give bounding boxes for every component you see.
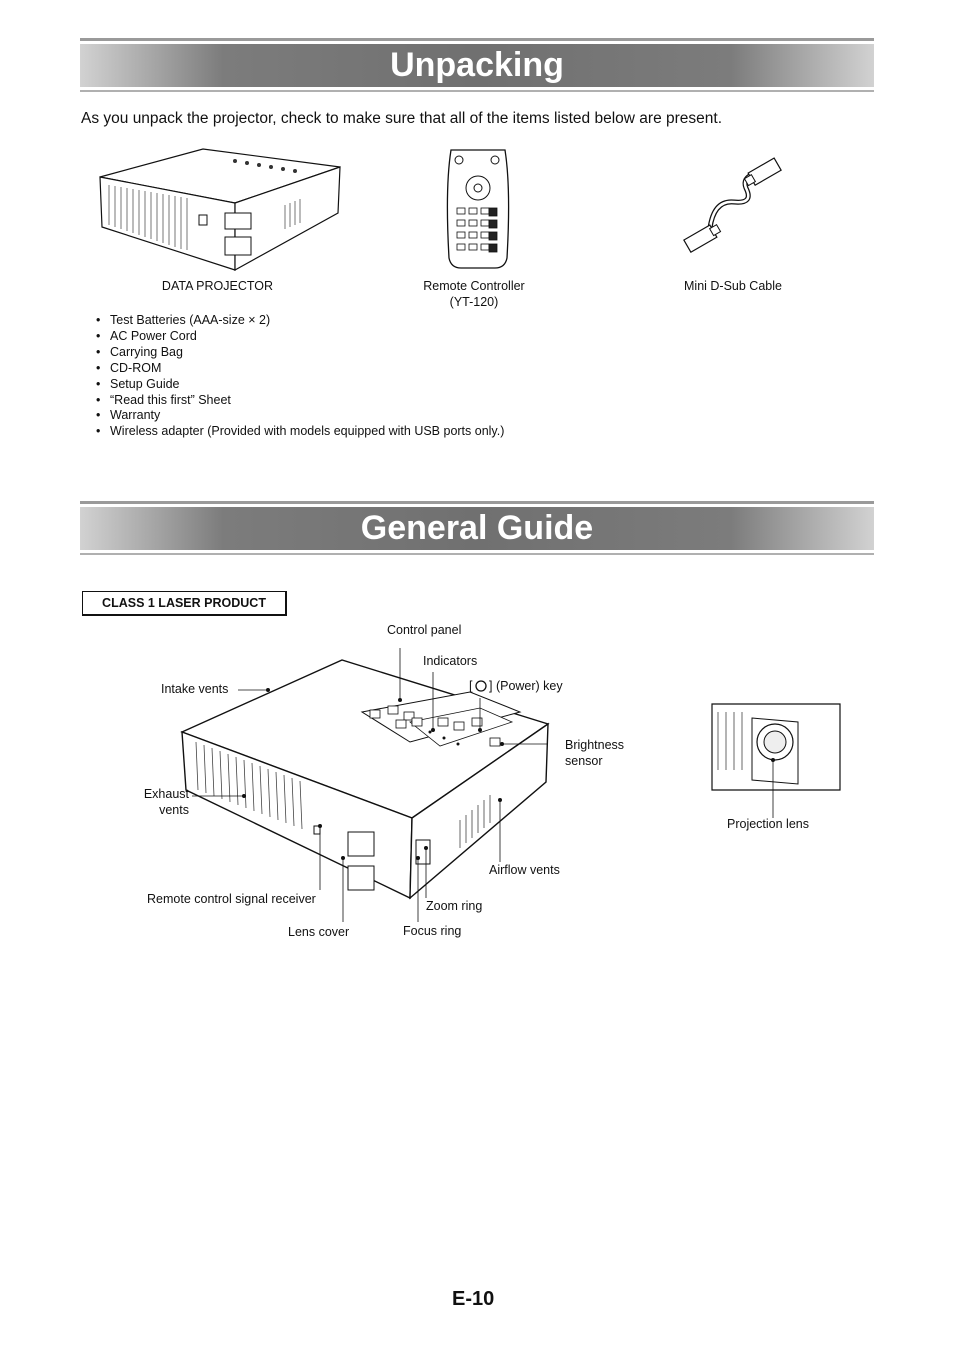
label-focus-ring: Focus ring [403,924,462,938]
list-item: Warranty [96,408,504,424]
label-projection-lens: Projection lens [727,817,809,831]
list-item: Wireless adapter (Provided with models e… [96,424,504,440]
exhaust-vents-line1: Exhaust [143,787,189,801]
mini-dsub-cable-illustration [683,157,782,254]
remote-caption-line2: (YT-120) [449,295,499,309]
remote-caption-line1: Remote Controller [423,279,525,293]
label-lens-cover: Lens cover [288,925,350,939]
label-zoom-ring: Zoom ring [426,899,483,913]
data-projector-illustration [99,148,341,272]
list-item: Carrying Bag [96,345,504,361]
label-remote-receiver: Remote control signal receiver [147,892,316,906]
data-projector-caption: DATA PROJECTOR [161,279,274,293]
label-power-key-open: [ [469,679,473,693]
exhaust-vents-line2: vents [159,803,189,817]
list-item: CD-ROM [96,361,504,377]
label-brightness-sensor: Brightness sensor [565,737,624,769]
unpacking-banner: Unpacking [80,38,874,92]
brightness-sensor-line2: sensor [565,754,603,768]
list-item: Setup Guide [96,377,504,393]
general-guide-banner: General Guide [80,501,874,555]
label-intake-vents: Intake vents [161,682,229,696]
page-number: E-10 [452,1288,495,1310]
list-item: AC Power Cord [96,329,504,345]
label-control-panel: Control panel [387,623,462,637]
remote-controller-caption: Remote Controller (YT-120) [404,278,544,310]
unpacking-title: Unpacking [390,46,564,84]
label-airflow-vents: Airflow vents [489,863,560,877]
list-item: “Read this first” Sheet [96,393,504,409]
laser-product-label: CLASS 1 LASER PRODUCT [82,591,287,616]
label-power-key: ] (Power) key [489,679,563,693]
label-exhaust-vents: Exhaust vents [139,786,189,818]
general-guide-title: General Guide [360,509,594,547]
power-icon [475,680,487,692]
list-item: Test Batteries (AAA-size × 2) [96,313,504,329]
label-indicators: Indicators [423,654,478,668]
included-items-list: Test Batteries (AAA-size × 2) AC Power C… [96,313,504,440]
unpacking-intro: As you unpack the projector, check to ma… [81,110,723,127]
remote-controller-illustration [446,149,510,269]
mini-dsub-cable-caption: Mini D-Sub Cable [684,279,782,293]
brightness-sensor-line1: Brightness [565,738,625,752]
